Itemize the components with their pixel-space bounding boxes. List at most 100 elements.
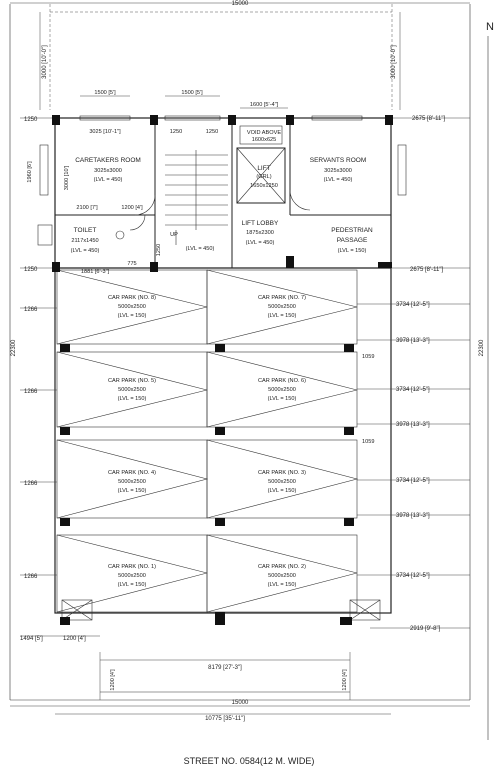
car-8-label: CAR PARK (NO. 8) [108,295,156,301]
dim-1059-b: 1059 [362,439,374,445]
dim-2675-top: 2675 [8'-11"] [412,116,446,122]
dim-1250-stair: 1250 [156,244,162,256]
dim-1960: 1960 [6'] [27,161,33,183]
dim-775: 775 [127,261,136,267]
passage-label: PASSAGE [337,237,368,244]
pedestrian-label: PEDESTRIAN [331,227,373,234]
void-label: VOID ABOVE [247,130,281,136]
car-2-label: CAR PARK (NO. 2) [258,564,306,570]
car-7-label: CAR PARK (NO. 7) [258,295,306,301]
lift-sub: (GRL) [256,174,271,180]
dim-2919: 2919 [9'-8"] [410,626,441,632]
dim-1600: 1600 [5'-4"] [250,102,279,108]
car-3-label: CAR PARK (NO. 3) [258,470,306,476]
plot-boundary [9,4,471,701]
car-5-label: CAR PARK (NO. 5) [108,378,156,384]
caretaker-room-label: CARETAKERS ROOM [75,157,141,164]
columns [52,115,393,625]
left-setback-top: 3000 [10'-0"] [42,45,48,79]
dim-3025-top: 3025 [10'-1"] [89,129,121,135]
car-4-size: 5000x2500 [118,479,146,485]
car-7-lvl: (LVL = 150) [268,313,297,319]
car-3-size: 5000x2500 [268,479,296,485]
dim-1266-d: 1266 [24,574,38,580]
caretaker-size: 3025x3000 [94,168,122,174]
car-4-lvl: (LVL = 150) [118,488,147,494]
car-5-lvl: (LVL = 150) [118,396,147,402]
car-6-lvl: (LVL = 150) [268,396,297,402]
dim-1500-b: 1500 [5'] [181,90,203,96]
toilet-label: TOILET [74,227,97,234]
dim-3000-left: 3000 [10'] [64,165,70,190]
lift-lobby-size: 1875x2300 [246,230,274,236]
car-1-label: CAR PARK (NO. 1) [108,564,156,570]
bottom-width: 15000 [232,700,249,706]
car-8-lvl: (LVL = 150) [118,313,147,319]
stair-lvl: (LVL = 450) [186,246,215,252]
void-size: 1600x625 [252,137,277,143]
toilet-lvl: (LVL = 450) [71,248,100,254]
north-arrow: N [486,21,494,740]
car-1-size: 5000x2500 [118,573,146,579]
street-label: STREET NO. 0584(12 M. WIDE) [184,756,315,766]
passage-lvl: (LVL = 150) [338,248,367,254]
toilet-size: 2117x1450 [71,238,98,244]
dim-1881: 1881 [6'-3"] [81,269,110,275]
car-park-bays [56,269,381,621]
dim-1250-b: 1250 [206,129,218,135]
car-4-label: CAR PARK (NO. 4) [108,470,156,476]
dim-3734-a: 3734 [12'-5"] [396,302,430,308]
dim-10775: 10775 [35'-11"] [205,716,245,722]
servant-size: 3025x3000 [324,168,352,174]
dim-1200-v-left: 1200 [4'] [110,669,116,691]
dim-8179: 8179 [27'-3"] [208,665,242,671]
dim-1250-left: 1250 [24,117,38,123]
dim-1500-a: 1500 [5'] [94,90,116,96]
dim-1266-a: 1266 [24,307,38,313]
stair-up: UP [170,232,178,238]
north-letter: N [486,21,494,33]
car-2-size: 5000x2500 [268,573,296,579]
car-6-label: CAR PARK (NO. 6) [258,378,306,384]
right-setback-top: 3000 [10'-0"] [391,45,397,79]
dim-1266-c: 1266 [24,481,38,487]
dim-1250-bottom-left: 1250 [24,267,38,273]
dim-3978-a: 3978 [13'-3"] [396,338,430,344]
car-7-size: 5000x2500 [268,304,296,310]
lift-lobby-lvl: (LVL = 450) [246,240,275,246]
lift-size: 1650x1250 [250,183,278,189]
entry-gate [99,652,351,700]
dim-22300-right: 22300 [479,339,485,356]
caretaker-lvl: (LVL = 450) [94,177,123,183]
servant-room-label: SERVANTS ROOM [310,157,366,164]
dim-1200: 1200 [4'] [121,205,143,211]
dim-1250-a: 1250 [170,129,182,135]
dim-1494: 1494 [5'] [20,636,43,642]
dim-1059-a: 1059 [362,354,374,360]
dim-2675-bottom: 2675 [8'-11"] [410,267,444,273]
dim-2100: 2100 [7'] [76,205,98,211]
room-walls [37,115,407,268]
stair [165,150,228,245]
car-2-lvl: (LVL = 150) [268,582,297,588]
dim-3978-c: 3978 [13'-3"] [396,513,430,519]
top-width-text: 15000 [232,1,249,7]
top-width-dimension: 15000 [10,1,470,7]
dim-3978-b: 3978 [13'-3"] [396,422,430,428]
dim-3734-b: 3734 [12'-5"] [396,387,430,393]
car-5-size: 5000x2500 [118,387,146,393]
dim-1266-b: 1266 [24,389,38,395]
lift-label: LIFT [257,165,270,172]
dim-1200-v-right: 1200 [4'] [342,669,348,691]
dim-22300-left: 22300 [11,339,17,356]
lift-lobby-label: LIFT LOBBY [242,220,279,227]
servant-lvl: (LVL = 450) [324,177,353,183]
dim-3734-d: 3734 [12'-5"] [396,573,430,579]
dim-1200-bottom: 1200 [4'] [63,636,86,642]
dim-3734-c: 3734 [12'-5"] [396,478,430,484]
car-8-size: 5000x2500 [118,304,146,310]
car-6-size: 5000x2500 [268,387,296,393]
car-3-lvl: (LVL = 150) [268,488,297,494]
car-1-lvl: (LVL = 150) [118,582,147,588]
